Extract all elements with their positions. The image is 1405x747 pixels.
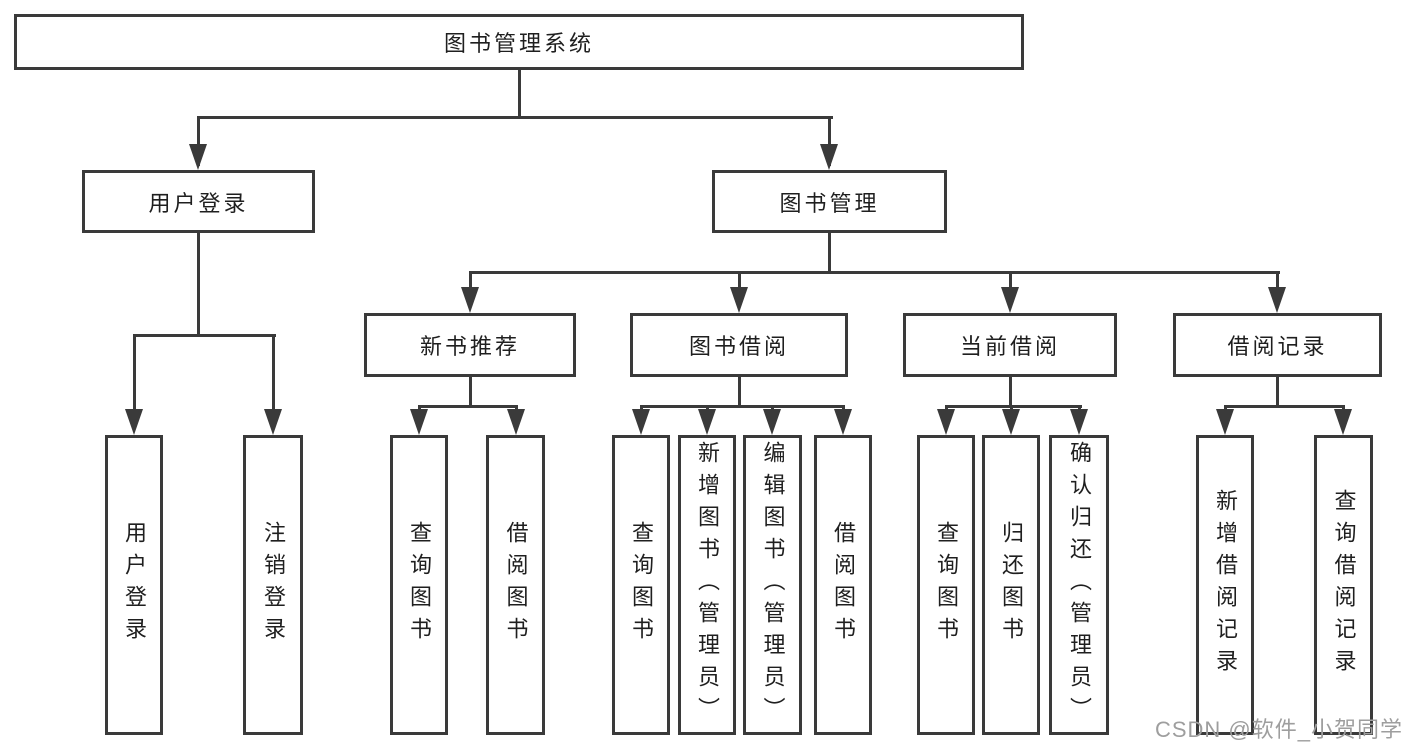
arrowhead-down-icon xyxy=(820,144,838,170)
leaf-user-login-label: 用户登录 xyxy=(122,521,147,649)
csdn-watermark: CSDN @软件_小贺同学 xyxy=(1154,717,1403,742)
node-book-management-label: 图书管理 xyxy=(779,190,880,216)
leaf-query-borrow-record: 查询借阅记录 xyxy=(1314,435,1373,735)
node-root: 图书管理系统 xyxy=(14,14,1024,70)
connector-vline xyxy=(197,116,200,166)
leaf-add-borrow-record-label: 新增借阅记录 xyxy=(1213,489,1238,681)
leaf-recommend-borrow-book: 借阅图书 xyxy=(486,435,545,735)
arrowhead-down-icon xyxy=(507,409,525,435)
node-current-borrow-label: 当前借阅 xyxy=(959,334,1060,359)
leaf-logout-label: 注销登录 xyxy=(261,521,286,649)
arrowhead-down-icon xyxy=(1334,409,1352,435)
connector-vline xyxy=(1009,271,1012,291)
leaf-add-book-admin-label: 新增图书（管理员） xyxy=(695,441,720,729)
connector-vline xyxy=(738,271,741,291)
arrowhead-down-icon xyxy=(410,409,428,435)
arrowhead-down-icon xyxy=(264,409,282,435)
leaf-borrow-borrow-book-label: 借阅图书 xyxy=(831,521,856,649)
node-book-borrow: 图书借阅 xyxy=(630,313,848,377)
leaf-confirm-return-admin: 确认归还（管理员） xyxy=(1049,435,1109,735)
connector-vline xyxy=(1276,271,1279,291)
connector-hline xyxy=(418,405,518,408)
node-user-login: 用户登录 xyxy=(82,170,315,233)
leaf-recommend-query-book: 查询图书 xyxy=(390,435,448,735)
node-root-label: 图书管理系统 xyxy=(443,31,594,56)
connector-vline xyxy=(469,271,472,291)
arrowhead-down-icon xyxy=(632,409,650,435)
arrowhead-down-icon xyxy=(1268,287,1286,313)
node-current-borrow: 当前借阅 xyxy=(903,313,1117,377)
leaf-recommend-query-book-label: 查询图书 xyxy=(407,521,432,649)
node-new-book-recommend: 新书推荐 xyxy=(364,313,576,377)
arrowhead-down-icon xyxy=(730,287,748,313)
connector-vline xyxy=(133,334,136,412)
arrowhead-down-icon xyxy=(937,409,955,435)
arrowhead-down-icon xyxy=(698,409,716,435)
node-book-management: 图书管理 xyxy=(712,170,947,233)
connector-vline xyxy=(1009,377,1012,407)
leaf-add-book-admin: 新增图书（管理员） xyxy=(678,435,736,735)
arrowhead-down-icon xyxy=(1001,287,1019,313)
connector-vline xyxy=(1276,377,1279,407)
connector-hline xyxy=(133,334,276,337)
arrowhead-down-icon xyxy=(189,144,207,170)
arrowhead-down-icon xyxy=(1002,409,1020,435)
connector-hline xyxy=(469,271,1280,274)
leaf-recommend-borrow-book-label: 借阅图书 xyxy=(503,521,529,649)
connector-vline xyxy=(272,334,275,412)
leaf-borrow-borrow-book: 借阅图书 xyxy=(814,435,872,735)
leaf-current-query-book: 查询图书 xyxy=(917,435,975,735)
connector-hline xyxy=(945,405,1082,408)
arrowhead-down-icon xyxy=(1070,409,1088,435)
node-new-book-recommend-label: 新书推荐 xyxy=(419,334,520,359)
leaf-return-book: 归还图书 xyxy=(982,435,1040,735)
leaf-edit-book-admin: 编辑图书（管理员） xyxy=(743,435,802,735)
connector-vline xyxy=(197,233,200,335)
leaf-add-borrow-record: 新增借阅记录 xyxy=(1196,435,1254,735)
leaf-user-login: 用户登录 xyxy=(105,435,163,735)
arrowhead-down-icon xyxy=(461,287,479,313)
node-borrow-records: 借阅记录 xyxy=(1173,313,1382,377)
connector-hline xyxy=(197,116,833,119)
connector-vline xyxy=(518,69,521,119)
leaf-logout: 注销登录 xyxy=(243,435,303,735)
leaf-return-book-label: 归还图书 xyxy=(999,521,1024,649)
arrowhead-down-icon xyxy=(1216,409,1234,435)
leaf-confirm-return-admin-label: 确认归还（管理员） xyxy=(1067,441,1092,729)
connector-hline xyxy=(640,405,845,408)
node-borrow-records-label: 借阅记录 xyxy=(1227,334,1328,359)
arrowhead-down-icon xyxy=(763,409,781,435)
connector-hline xyxy=(1224,405,1345,408)
arrowhead-down-icon xyxy=(125,409,143,435)
connector-vline xyxy=(828,233,831,273)
node-user-login-label: 用户登录 xyxy=(148,190,249,216)
leaf-borrow-query-book: 查询图书 xyxy=(612,435,670,735)
leaf-borrow-query-book-label: 查询图书 xyxy=(629,521,654,649)
connector-vline xyxy=(738,377,741,407)
node-book-borrow-label: 图书借阅 xyxy=(688,334,789,359)
leaf-edit-book-admin-label: 编辑图书（管理员） xyxy=(760,441,786,729)
leaf-current-query-book-label: 查询图书 xyxy=(934,521,959,649)
connector-vline xyxy=(828,116,831,166)
leaf-query-borrow-record-label: 查询借阅记录 xyxy=(1331,489,1357,681)
connector-vline xyxy=(469,377,472,407)
arrowhead-down-icon xyxy=(834,409,852,435)
